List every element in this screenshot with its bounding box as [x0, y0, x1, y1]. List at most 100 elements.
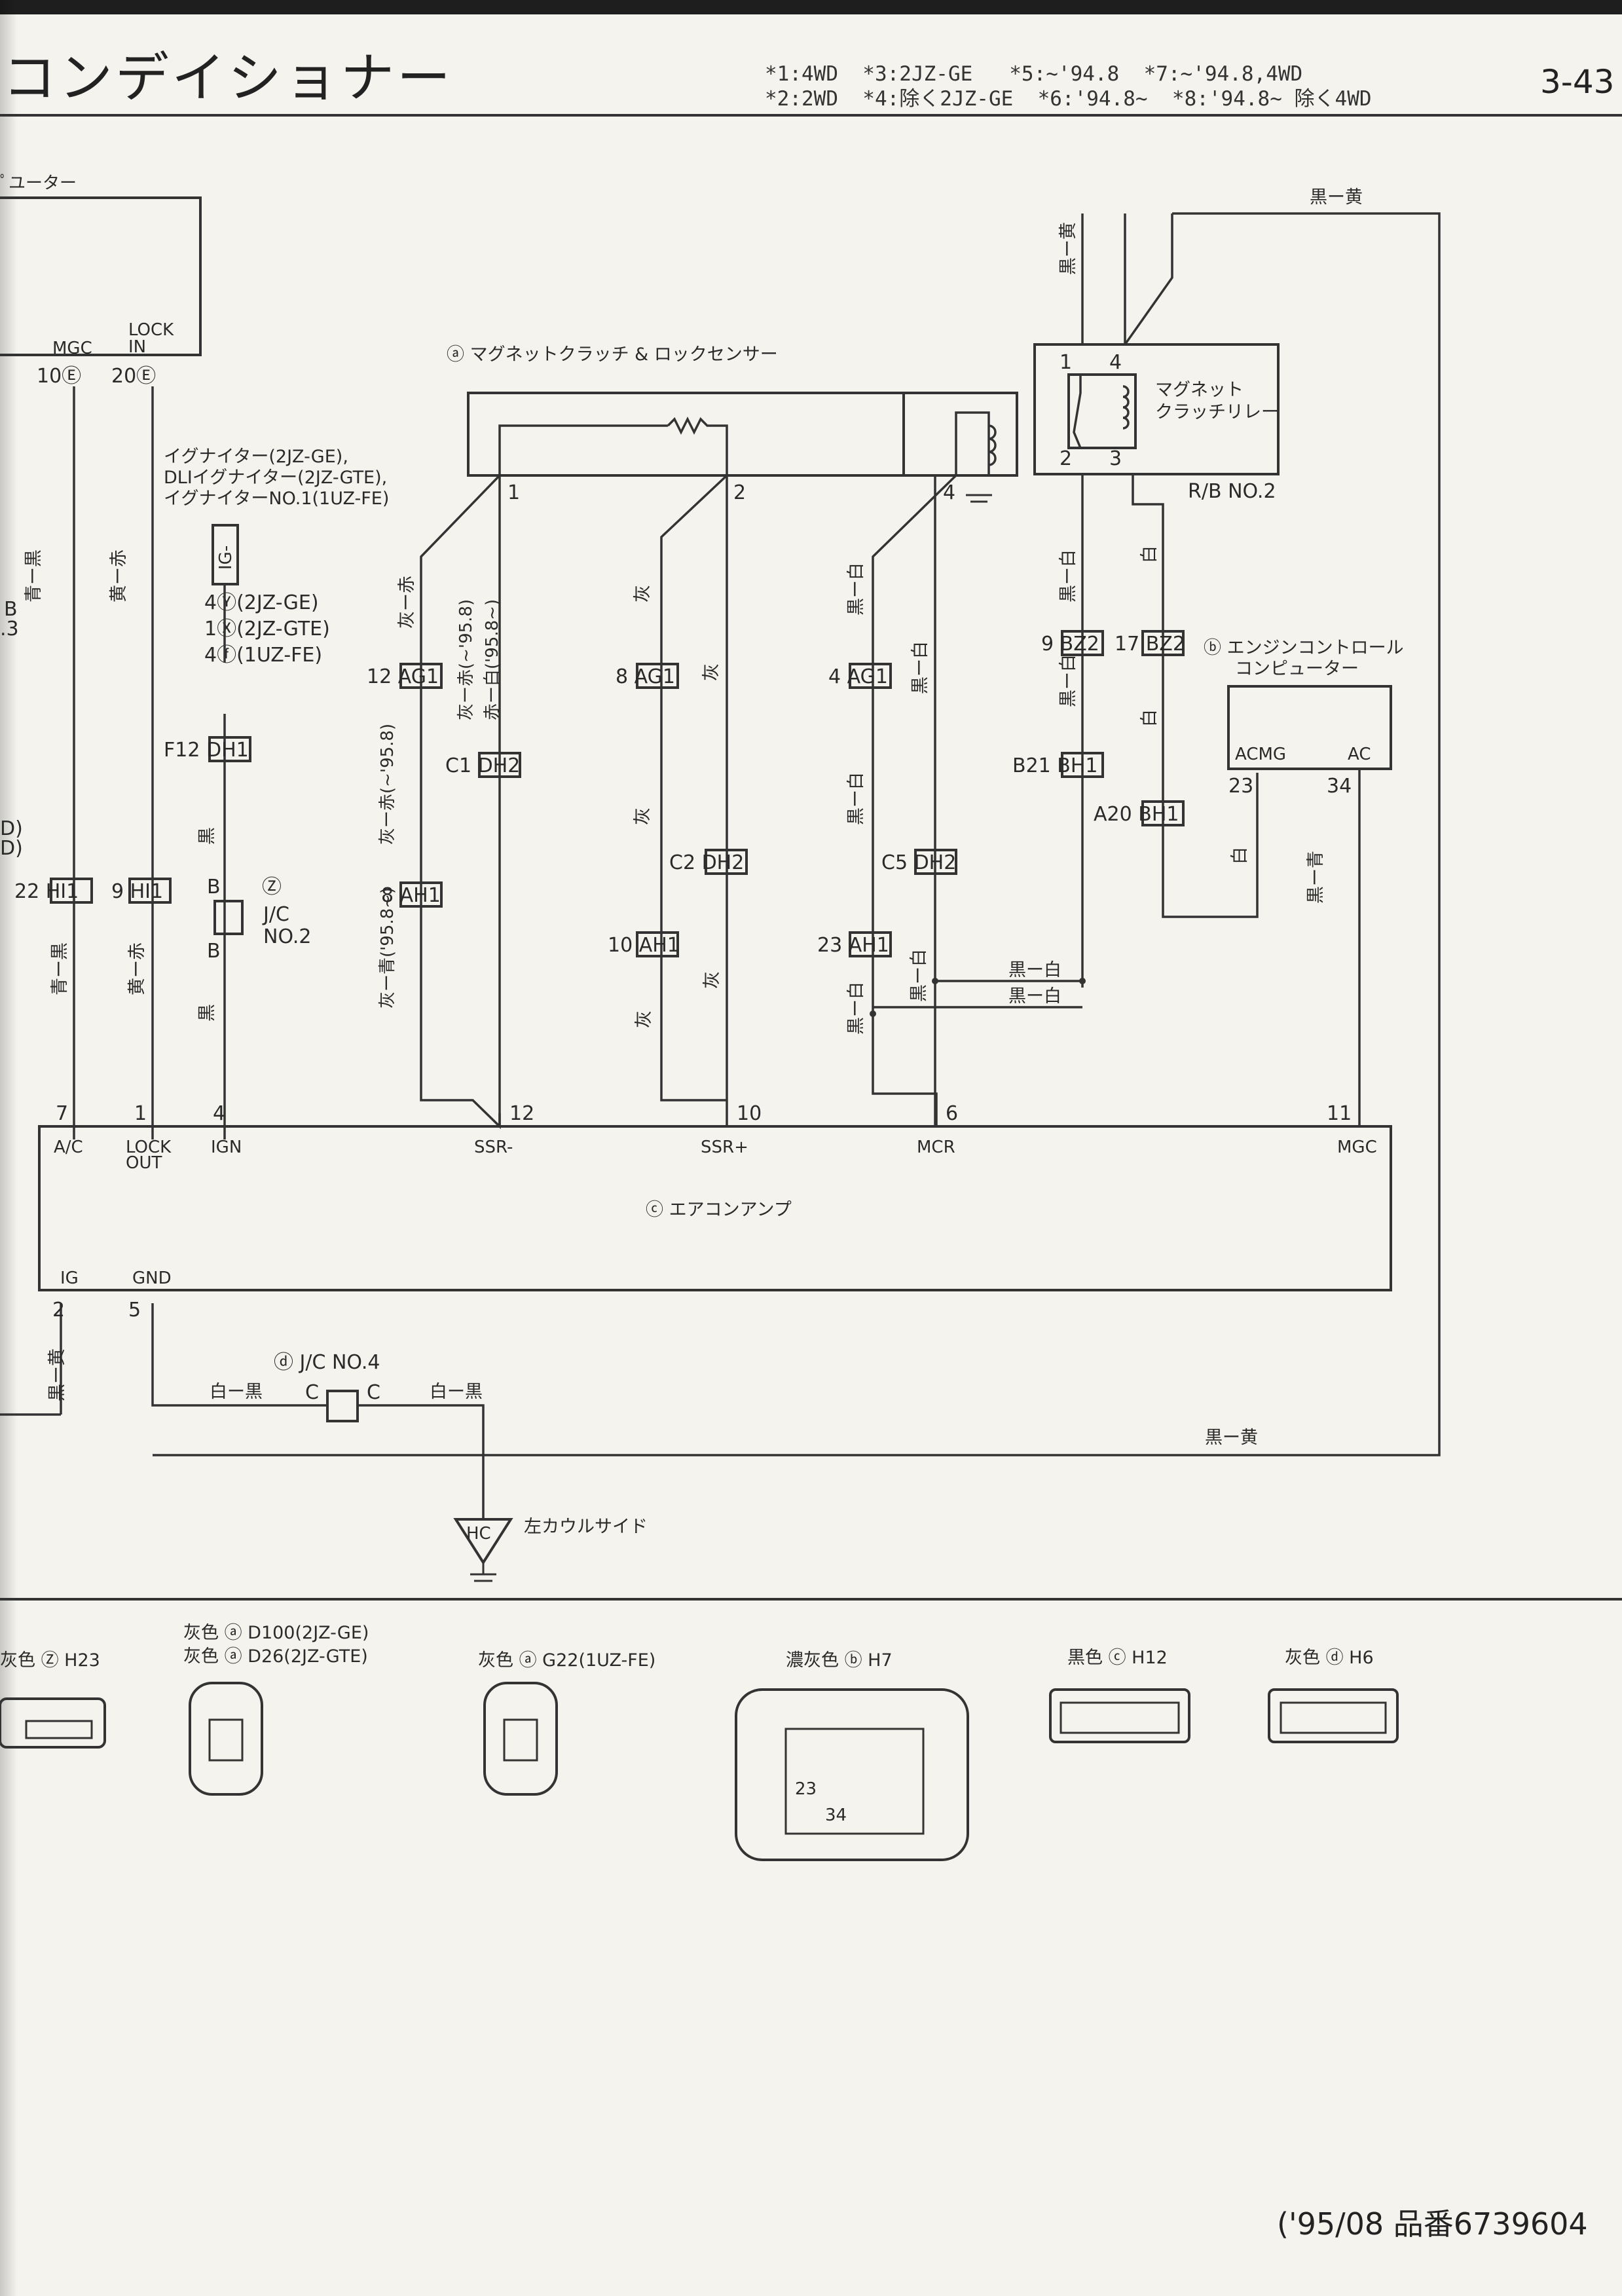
clutch-sensor-label: ⓐ マグネットクラッチ & ロックセンサー [447, 344, 778, 365]
inline-connectors: 12 AG1 8 AG1 4 AG1 C1 DH2 C2 DH2 C5 DH2 … [367, 663, 957, 957]
relay-pin-3: 3 [1109, 447, 1122, 470]
igniter-line-2: DLIイグナイター(2JZ-GTE), [164, 468, 387, 488]
igniter-pin-3: 4ⓕ(1UZ-FE) [204, 644, 322, 667]
wire-ao-kuro-2: 青ー黒 [50, 942, 70, 995]
wire-kuro-shiro-5: 黒ー白 [909, 949, 929, 1002]
computer-block-top-left: ﾟユーター MGC LOCK IN 10Ⓔ 20Ⓔ B .3 D) D) [0, 174, 202, 860]
igniter-line-3: イグナイターNO.1(1UZ-FE) [164, 489, 389, 509]
magnet-clutch-relay: マグネット クラッチリレー 1 4 2 3 R/B NO.2 [1033, 343, 1280, 503]
amp-pin-6: 6 [946, 1102, 958, 1125]
jc2-pin-b-bottom: B [207, 940, 221, 963]
wire-kuro-ki-bottom: 黒ー黄 [1205, 1428, 1258, 1448]
conn-view-label-h23: 灰色 Ⓩ H23 [0, 1650, 100, 1671]
amp-pin-7: 7 [56, 1102, 68, 1125]
amp-name-lock-out: LOCK [126, 1138, 172, 1157]
connector-bh1-b21: B21 BH1 [1012, 754, 1098, 777]
wire-hai-3: 灰 [633, 807, 653, 825]
side-label-d1: D) [0, 817, 23, 840]
connector-hi1-9: 9 HI1 [111, 880, 163, 903]
connector-bz2-17: 17 BZ2 [1115, 633, 1185, 656]
conn-view-label-d26: 灰色 ⓐ D26(2JZ-GTE) [183, 1646, 368, 1667]
wire-hai-aka-note: 灰ー赤(~'95.8) [378, 724, 397, 845]
ecu-label-1: ⓑ エンジンコントロール [1204, 638, 1404, 658]
amp-pin-1: 1 [134, 1102, 147, 1125]
page-title: コンデイショナー [3, 47, 454, 109]
wire-ao-kuro: 青ー黒 [24, 549, 44, 602]
connector-ah1-8: 8 AH1 [381, 884, 441, 907]
pin-name-lock-in-2: IN [128, 337, 146, 357]
wire-kuro-shiro-h2: 黒ー白 [1008, 986, 1061, 1007]
conn-view-label-h12: 黒色 ⓒ H12 [1067, 1648, 1168, 1668]
ground-code: HC [466, 1524, 491, 1544]
wire-hai-4: 灰 [634, 1010, 654, 1028]
conn-view-label-h6: 灰色 ⓓ H6 [1285, 1648, 1374, 1668]
connector-dh2-c5: C5 DH2 [881, 851, 956, 874]
wire-ki-aka: 黄ー赤 [109, 549, 129, 602]
amp-pin-5: 5 [128, 1299, 141, 1322]
h7-pin-34: 34 [825, 1805, 847, 1825]
connector-views: 灰色 Ⓩ H23 灰色 ⓐ D100(2JZ-GE) 灰色 ⓐ D26(2JZ-… [0, 1623, 1399, 1861]
jc2-mark: Ⓩ [262, 876, 282, 898]
wire-kuro-ki-relay: 黒ー黄 [1058, 222, 1078, 275]
amp-name-lock-out-2: OUT [126, 1153, 162, 1173]
wire-aka-shiro-note: 赤ー白('95.8~) [483, 599, 502, 720]
ig-box-label: IG- [216, 546, 236, 570]
jc2-pin-b-top: B [207, 876, 221, 898]
wire-kuro-ao: 黒ー青 [1306, 851, 1326, 904]
wire-kuro-shiro-relay: 黒ー白 [1058, 549, 1078, 602]
igniter-pin-2: 1Ⓧ(2JZ-GTE) [204, 618, 330, 640]
relay-label-2: クラッチリレー [1155, 402, 1279, 422]
pin-name-lock-in: LOCK [128, 320, 174, 340]
page-number: 3-43 [1540, 63, 1615, 101]
engine-control-computer: ⓑ エンジンコントロール コンピューター ACMG AC 23 34 [1204, 638, 1404, 798]
relay-pin-2: 2 [1060, 447, 1072, 470]
hi1-connectors: 22 HI1 9 HI1 F12 DH1 [14, 736, 251, 904]
ac-amplifier: 7 1 4 12 10 6 11 A/C LOCK OUT IGN SSR- S… [38, 1102, 1392, 1322]
wire-kuro-shiro-4: 黒ー白 [846, 982, 866, 1035]
conn-view-label-d100: 灰色 ⓐ D100(2JZ-GE) [183, 1623, 369, 1643]
top-edge [0, 0, 1622, 14]
ground-point: HC 左カウルサイド [453, 1517, 648, 1582]
wire-kuro-ign: 黒 [197, 827, 217, 845]
amp-pin-4: 4 [213, 1102, 225, 1125]
ecu-pin-acmg: ACMG [1235, 745, 1286, 764]
ecu-pin-34: 34 [1327, 775, 1352, 798]
relay-label-1: マグネット [1155, 380, 1244, 400]
wire-ki-aka-2: 黄ー赤 [127, 942, 147, 995]
igniter: イグナイター(2JZ-GE), DLIイグナイター(2JZ-GTE), イグナイ… [164, 447, 389, 667]
footer-revision: ('95/08 品番6739604 [1277, 2206, 1588, 2242]
amp-pin-2: 2 [52, 1299, 65, 1322]
wire-shiro-kuro-1: 白ー黒 [210, 1382, 263, 1402]
wire-kuro-ki-ig: 黒ー黄 [47, 1348, 67, 1401]
bz2-bh1-connectors: 9 BZ2 17 BZ2 B21 BH1 A20 BH1 [1012, 630, 1185, 826]
igniter-pin-1: 4Ⓨ(2JZ-GE) [204, 591, 319, 614]
h7-pin-23: 23 [795, 1779, 817, 1799]
amp-label: ⓒ エアコンアンプ [646, 1200, 792, 1220]
wire-kuro-shiro-h1: 黒ー白 [1008, 960, 1061, 980]
sensor-pin-1: 1 [507, 481, 520, 504]
wire-hai-1: 灰 [633, 585, 653, 602]
connector-bz2-9: 9 BZ2 [1041, 633, 1099, 656]
wire-shiro-relay-2: 白 [1139, 709, 1160, 727]
clutch-lock-sensor: ⓐ マグネットクラッチ & ロックセンサー 1 2 4 [447, 344, 1018, 504]
note-line-2: *2:2WD *4:除く2JZ-GE *6:'94.8~ *8:'94.8~ 除… [765, 87, 1372, 111]
ecu-label-2: コンピューター [1235, 659, 1359, 679]
relay-pin-1: 1 [1060, 351, 1072, 374]
wire-hai-aka: 灰ー赤 [397, 576, 417, 629]
conn-view-label-h7: 濃灰色 ⓑ H7 [786, 1650, 893, 1671]
pin-name-mgc: MGC [52, 339, 92, 358]
jc-no2: B B Ⓩ J/C NO.2 [207, 876, 311, 963]
sensor-pin-2: 2 [733, 481, 746, 504]
wire-shiro-kuro-2: 白ー黒 [430, 1382, 483, 1402]
wire-kuro-shiro-1: 黒ー白 [846, 563, 866, 616]
amp-name-ac: A/C [54, 1138, 83, 1157]
side-label-b: B [4, 598, 18, 621]
wire-kuro-shiro-relay-2: 黒ー白 [1058, 654, 1078, 707]
wire-hai-5: 灰 [702, 971, 722, 989]
connector-ag1-4: 4 AG1 [828, 665, 888, 688]
amp-name-mcr: MCR [917, 1138, 955, 1157]
amp-name-ssr-minus: SSR- [474, 1138, 513, 1157]
connector-hi1-22: 22 HI1 [14, 880, 79, 903]
amp-pin-12: 12 [509, 1102, 534, 1125]
amp-pin-11: 11 [1327, 1102, 1352, 1125]
